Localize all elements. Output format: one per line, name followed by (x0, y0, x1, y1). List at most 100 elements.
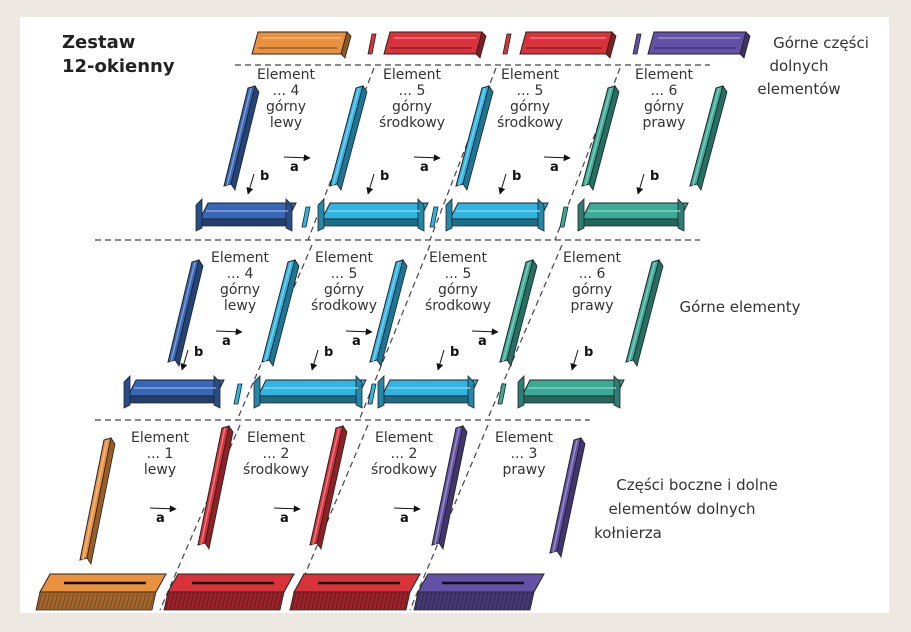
dimension-b-label: b (450, 345, 459, 360)
side-strip-right (689, 85, 728, 191)
element-label-line: ... 5 (331, 266, 358, 282)
strip-highlight (552, 439, 578, 554)
apron-fold-line (331, 592, 337, 610)
strip-highlight (264, 261, 292, 363)
dimension-a-label: a (280, 511, 289, 526)
top-cap (383, 31, 487, 59)
apron-fold-line (367, 592, 373, 610)
apron-fold-line (435, 592, 441, 610)
apron-fold-line (479, 592, 485, 610)
dimension-a-arrow (149, 505, 177, 513)
element-label-line: górny (392, 99, 432, 115)
beam-end-right (285, 198, 293, 232)
strip-side (174, 259, 204, 367)
beam-end-left (517, 375, 525, 409)
apron-fold-line (495, 592, 501, 610)
strip-side (438, 424, 468, 551)
apron-fold-line (137, 592, 143, 610)
apron-fold-line (221, 592, 227, 610)
top-cap-joiner (502, 33, 512, 55)
element-label-line: ... 6 (651, 83, 678, 99)
element-label-line: ... 5 (445, 266, 472, 282)
apron-fold-line (515, 592, 521, 610)
beam-end-right (613, 375, 621, 409)
dimension-b-arrow (498, 173, 507, 195)
apron-fold-line (249, 592, 255, 610)
apron-fold-line (253, 592, 259, 610)
apron-fold-line (173, 592, 179, 610)
element-label-line: środkowy (311, 298, 377, 314)
bottom-apron (289, 573, 421, 611)
apron-fold-line (499, 592, 505, 610)
section-label-bottom-line: Części boczne i dolne (616, 476, 777, 494)
apron-fold-line (523, 592, 529, 610)
element-label-line: środkowy (371, 462, 437, 478)
strip-highlight (584, 87, 612, 187)
apron-fold-line (113, 592, 119, 610)
strip-highlight (200, 427, 226, 546)
bottom-apron (35, 573, 167, 611)
beam-front (449, 218, 541, 227)
beam-end-right (417, 198, 425, 232)
apron-fold-line (181, 592, 187, 610)
element-label-line: Element (383, 67, 441, 83)
apron-fold-line (133, 592, 139, 610)
apron-fold-line (93, 592, 99, 610)
side-strip-right (549, 436, 586, 559)
dimension-a-label: a (400, 511, 409, 526)
apron-fold-line (459, 592, 465, 610)
apron-fold-line (311, 592, 317, 610)
strip-side (556, 436, 586, 559)
side-strip (261, 259, 300, 367)
apron-fold-line (403, 592, 409, 610)
top-cap (519, 31, 617, 59)
dimension-b-label: b (584, 345, 593, 360)
apron-fold-line (189, 592, 195, 610)
apron-fold-line (327, 592, 333, 610)
apron-fold-line (395, 592, 401, 610)
apron-fold-line (217, 592, 223, 610)
strip-side (86, 436, 116, 566)
element-label-line: środkowy (379, 115, 445, 131)
element-label-line: lewy (270, 115, 302, 131)
apron-fold-line (229, 592, 235, 610)
apron-fold-line (503, 592, 509, 610)
vertical-divider (487, 244, 563, 419)
element-label-line: lewy (224, 298, 256, 314)
apron-fold-line (415, 592, 421, 610)
vertical-divider (289, 424, 369, 611)
side-strip-right (625, 259, 664, 367)
apron-fold-line (273, 592, 279, 610)
apron-fold-line (475, 592, 481, 610)
dimension-b-arrow (366, 173, 375, 195)
apron-fold-line (237, 592, 243, 610)
apron-fold-line (319, 592, 325, 610)
element-label-line: Element (375, 430, 433, 446)
side-strip (223, 85, 260, 191)
strip-side (376, 259, 408, 367)
apron-fold-line (213, 592, 219, 610)
strip-side (316, 424, 348, 551)
strip-highlight (372, 261, 400, 363)
element-label-line: Element (315, 250, 373, 266)
element-label-line: górny (324, 282, 364, 298)
apron-fold-line (391, 592, 397, 610)
apron-fold-line (347, 592, 353, 610)
element-label-line: ... 2 (263, 446, 290, 462)
element-label-line: ... 6 (579, 266, 606, 282)
apron-fold-line (387, 592, 393, 610)
dimension-b-label: b (512, 169, 521, 184)
dimension-a-label: a (290, 160, 299, 175)
beam-end-right (537, 198, 545, 232)
dimension-a-arrow (543, 154, 571, 162)
element-label-line: górny (510, 99, 550, 115)
side-strip (79, 436, 116, 566)
apron-fold-line (73, 592, 79, 610)
apron-fold-line (257, 592, 263, 610)
dimension-a-label: a (156, 511, 165, 526)
apron-fold-line (205, 592, 211, 610)
